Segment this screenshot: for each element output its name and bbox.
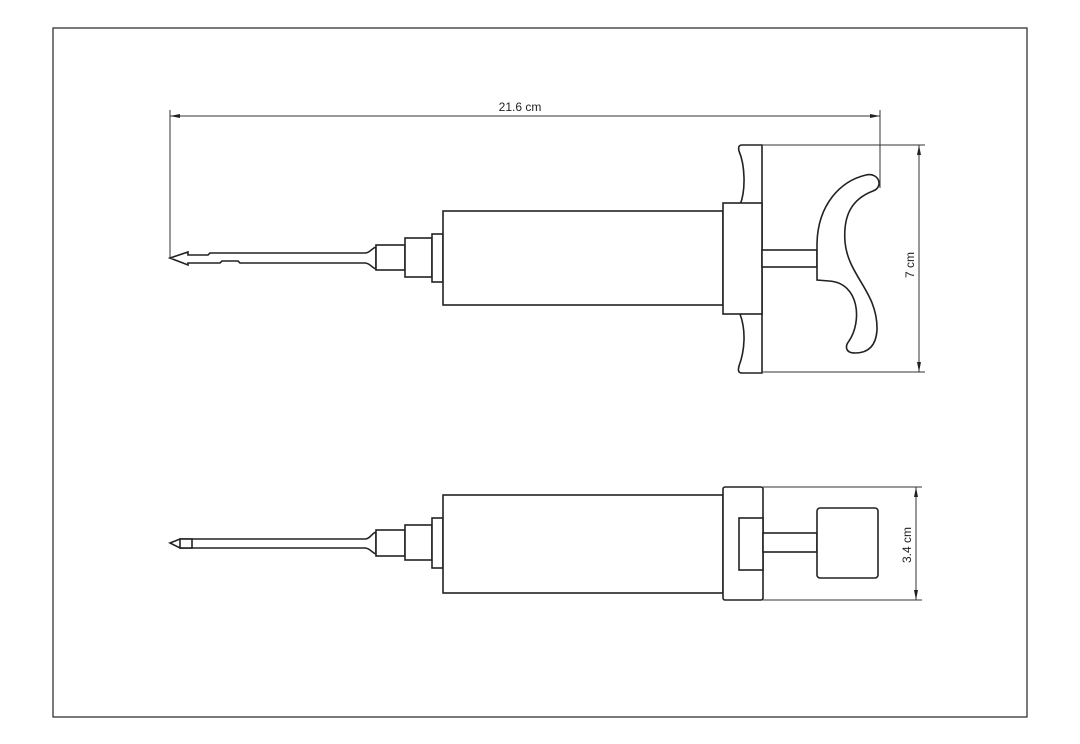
needle-hub [375, 244, 406, 271]
plunger-knob [816, 507, 879, 579]
hub-connector [404, 237, 433, 278]
needle [167, 245, 377, 271]
drawing-border [52, 27, 1028, 718]
syringe-top-view [167, 144, 880, 374]
barrel-tip-flange [431, 233, 444, 283]
needle [168, 530, 377, 556]
barrel-tip-flange [431, 517, 444, 569]
plunger-rod [761, 249, 818, 268]
width-label: 3.4 cm [900, 527, 914, 563]
width-dimension: 3.4 cm [763, 486, 922, 601]
plunger-guide [738, 517, 764, 571]
syringe-side-view [168, 486, 879, 601]
height-label: 7 cm [903, 252, 917, 278]
barrel-collar [722, 202, 763, 315]
hub-connector [404, 524, 433, 561]
height-dimension: 7 cm [763, 144, 925, 373]
length-dimension: 21.6 cm [169, 100, 881, 258]
barrel [442, 210, 724, 306]
needle-tip-band [179, 538, 193, 549]
needle-hub [375, 529, 406, 557]
plunger-handle [816, 173, 880, 354]
barrel [442, 494, 724, 594]
length-label: 21.6 cm [499, 100, 542, 114]
plunger-rod [762, 532, 818, 553]
